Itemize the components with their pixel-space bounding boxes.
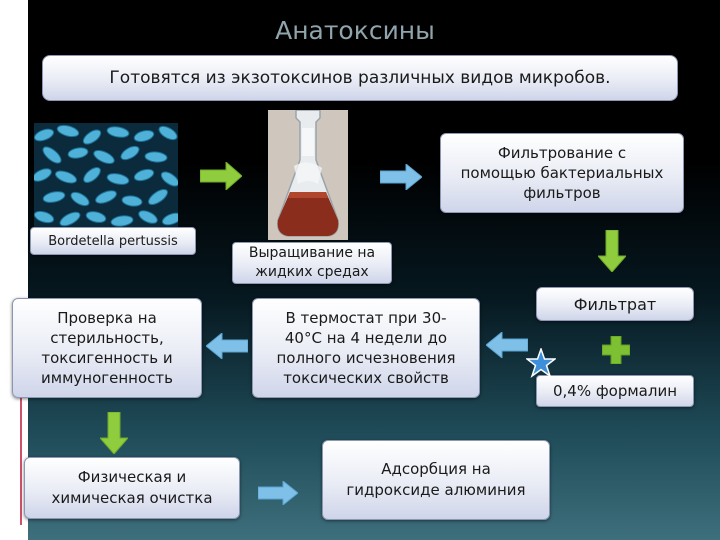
arrow-down-icon [100,412,128,454]
flask-photo [268,110,348,240]
arrow-right-icon [258,481,298,505]
arrow-right-icon [380,164,422,190]
star-icon [526,348,556,378]
thermostat-text: В термостат при 30- 40°С на 4 недели до … [276,309,456,387]
bacteria-photo [34,123,178,227]
check-box: Проверка на стерильность, токсигенность … [12,298,202,398]
slide-title: Анатоксины [275,16,435,45]
adsorption-text: Адсорбция на гидроксиде алюминия [346,460,526,499]
purification-box: Физическая и химическая очистка [24,457,240,519]
arrow-left-icon [206,333,248,359]
thermostat-box: В термостат при 30- 40°С на 4 недели до … [252,298,480,398]
filtrate-text: Фильтрат [573,294,657,314]
arrow-right-icon [200,162,242,190]
left-accent-line [20,300,22,525]
growing-box: Выращивание на жидких средах [232,242,392,284]
filtering-box: Фильтрование с помощью бактериальных фил… [440,133,684,213]
subtitle-text: Готовятся из экзотоксинов различных видо… [109,68,611,88]
purification-text: Физическая и химическая очистка [51,468,213,507]
formalin-text: 0,4% формалин [552,382,678,400]
check-text: Проверка на стерильность, токсигенность … [41,309,173,387]
arrow-down-icon [598,230,626,272]
adsorption-box: Адсорбция на гидроксиде алюминия [322,440,550,520]
bordetella-label: Bordetella pertussis [30,227,196,255]
bullet-mark [16,55,28,85]
filtrate-box: Фильтрат [536,287,694,321]
bordetella-text: Bordetella pertussis [48,233,178,249]
formalin-box: 0,4% формалин [536,375,694,407]
arrow-left-icon [486,332,528,358]
growing-text: Выращивание на жидких средах [248,245,376,280]
subtitle-box: Готовятся из экзотоксинов различных видо… [42,55,678,101]
filtering-text: Фильтрование с помощью бактериальных фил… [460,144,664,202]
plus-icon [602,336,630,364]
left-accent-bar [0,0,28,540]
